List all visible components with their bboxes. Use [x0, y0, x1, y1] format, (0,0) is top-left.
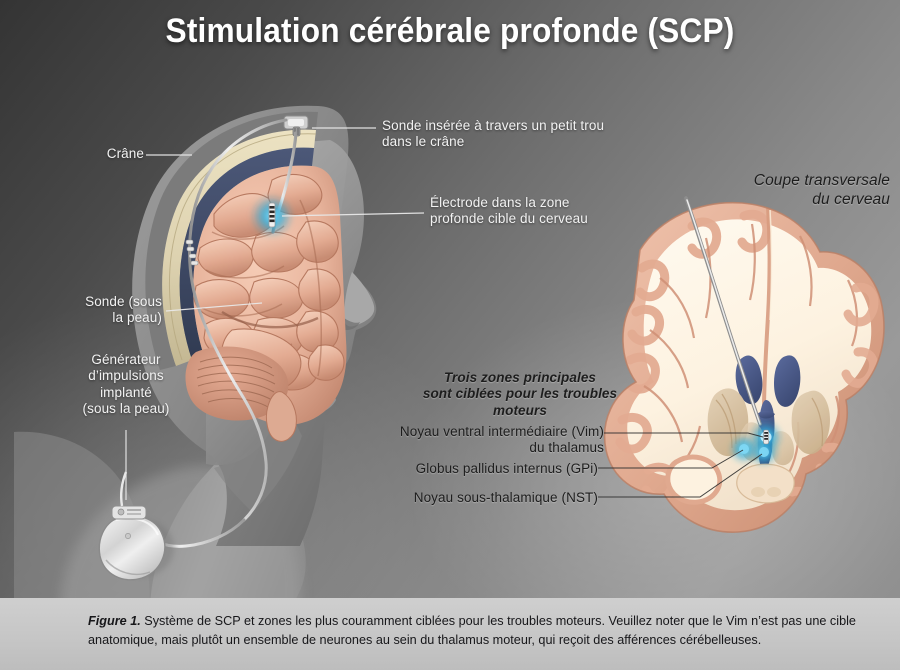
caption-band — [0, 598, 900, 670]
callout-three-zones: Trois zones principales sont ciblées pou… — [422, 370, 618, 418]
leader-electrode — [281, 212, 425, 217]
figure-caption: Figure 1. Système de SCP et zones les pl… — [88, 612, 856, 649]
label-skull: Crâne — [106, 146, 144, 161]
burr-hole-cap — [283, 115, 309, 137]
section-heading-cross-section: Coupe transversale du cerveau — [753, 172, 890, 208]
label-vim: Noyau ventral intermédiaire (Vim) du tha… — [399, 424, 604, 456]
label-probe-under-skin: Sonde (sous la peau) — [85, 294, 162, 326]
leader-probe-skin — [165, 302, 263, 312]
label-electrode-deep: Électrode dans la zone profonde cible du… — [430, 195, 588, 227]
target-glows — [729, 420, 783, 467]
leader-gpi — [598, 449, 744, 469]
leader-lines — [125, 127, 764, 500]
cerebellum — [185, 346, 289, 421]
label-pulse-generator: Générateur d’impulsions implanté (sous l… — [82, 352, 170, 417]
figure-caption-text: Système de SCP et zones les plus couramm… — [88, 613, 856, 647]
label-stn: Noyau sous-thalamique (NST) — [413, 490, 598, 505]
dbs-lead — [138, 118, 298, 548]
pulse-generator — [98, 471, 174, 581]
leader-stn — [598, 453, 763, 498]
brain-cross-section — [603, 196, 885, 533]
label-gpi: Globus pallidus internus (GPi) — [415, 461, 598, 476]
label-probe-through-hole: Sonde insérée à travers un petit trou da… — [382, 118, 605, 150]
figure-caption-prefix: Figure 1. — [88, 613, 141, 628]
leader-vim — [604, 432, 764, 438]
page-title: Stimulation cérébrale profonde (SCP) — [165, 12, 735, 50]
